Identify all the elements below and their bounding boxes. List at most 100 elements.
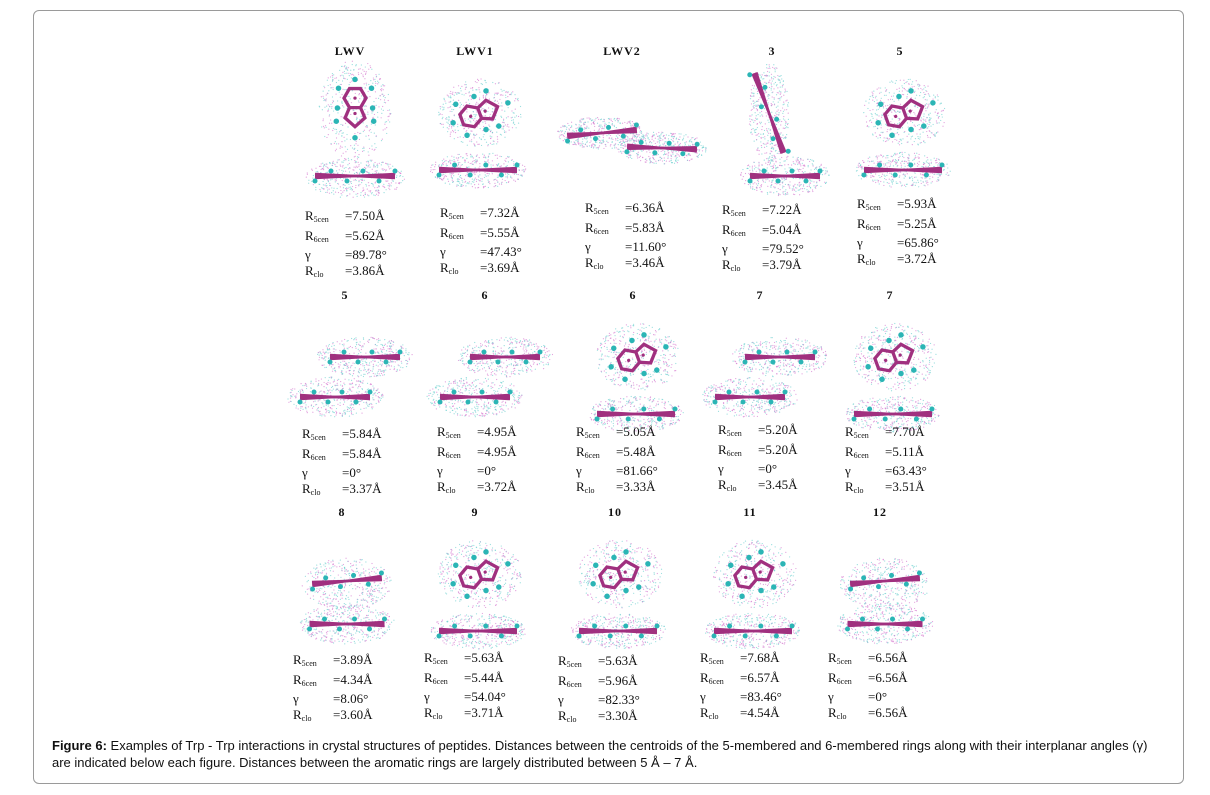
trp-pair-structure	[570, 540, 666, 649]
equals: =	[342, 480, 350, 496]
equals: =	[625, 200, 633, 215]
equals: =	[616, 463, 624, 478]
equals: =	[762, 202, 770, 217]
trp-pair-structure	[837, 557, 934, 645]
symbol: R	[293, 652, 302, 667]
gamma-label: γ	[722, 241, 762, 257]
equals: =	[464, 689, 472, 704]
equals: =	[345, 247, 353, 262]
symbol: R	[828, 704, 837, 720]
r5cen-label: R5cen	[828, 650, 868, 670]
gamma-label: γ	[440, 244, 480, 260]
subscript: 6cen	[730, 228, 746, 238]
subscript: 5cen	[708, 657, 724, 666]
electron-density-cloud	[863, 78, 946, 146]
rclo-value: 3.86Å	[352, 262, 385, 278]
equals: =	[897, 196, 905, 211]
r5cen-label: R5cen	[293, 652, 333, 672]
equals: =	[885, 463, 893, 478]
symbol: R	[585, 200, 594, 215]
r6cen-value: 5.83Å	[632, 219, 665, 235]
gamma-value: 54.04°	[471, 689, 506, 704]
trp-pair-structure	[589, 323, 684, 433]
equals: =	[333, 706, 341, 722]
indole-ring-edge	[467, 349, 543, 365]
symbol: R	[576, 424, 585, 439]
rclo-value: 3.30Å	[605, 707, 638, 723]
subscript: 5cen	[865, 203, 881, 212]
symbol: R	[700, 704, 709, 720]
subscript: 5cen	[836, 657, 852, 666]
r6cen-label: R6cen	[828, 670, 868, 690]
gamma-label: γ	[437, 463, 477, 479]
gamma-label: γ	[305, 247, 345, 263]
gamma-label: γ	[424, 689, 464, 705]
trp-pair-structure	[702, 337, 827, 418]
subscript: 5cen	[301, 659, 317, 668]
indole-ring-edge	[436, 162, 520, 178]
rclo-label: Rclo	[718, 477, 758, 497]
r6cen-value: 5.20Å	[765, 441, 798, 457]
figure-caption: Figure 6: Examples of Trp - Trp interact…	[52, 737, 1162, 771]
rclo-label: Rclo	[857, 251, 897, 271]
symbol: γ	[302, 465, 308, 480]
subscript: clo	[445, 485, 456, 495]
gamma-value: 79.52°	[769, 241, 804, 256]
symbol: R	[576, 478, 585, 494]
symbol: R	[845, 424, 854, 439]
symbol: R	[700, 669, 709, 685]
symbol: R	[293, 671, 302, 687]
electron-density-cloud	[457, 336, 554, 378]
equals: =	[480, 224, 488, 240]
indole-ring-edge	[576, 623, 660, 639]
trp-pair-structure	[426, 336, 554, 418]
symbol: R	[828, 650, 837, 665]
r6cen-label: R6cen	[424, 670, 464, 690]
r5cen-value: 5.84Å	[349, 426, 382, 441]
equals: =	[598, 672, 606, 688]
trp-pair-structure	[429, 78, 527, 189]
gamma-value: 81.66°	[623, 463, 658, 478]
gamma-label: γ	[558, 692, 598, 708]
symbol: R	[857, 215, 866, 231]
r6cen-label: R6cen	[293, 672, 333, 692]
subscript: 5cen	[448, 212, 464, 221]
rclo-label: Rclo	[424, 705, 464, 725]
subscript: clo	[836, 711, 847, 721]
symbol: R	[424, 669, 433, 685]
subscript: 6cen	[865, 222, 881, 232]
r6cen-label: R6cen	[302, 446, 342, 466]
r6cen-label: R6cen	[700, 670, 740, 690]
symbol: γ	[845, 463, 851, 478]
r5cen-label: R5cen	[558, 653, 598, 673]
subscript: clo	[432, 711, 443, 721]
symbol: R	[585, 254, 594, 270]
equals: =	[868, 650, 876, 665]
panel-title: 11	[743, 505, 757, 519]
equals: =	[740, 704, 748, 720]
r5cen-value: 6.56Å	[875, 650, 908, 665]
r5cen-value: 4.95Å	[484, 424, 517, 439]
equals: =	[740, 669, 748, 685]
subscript: 6cen	[448, 231, 464, 241]
gamma-value: 0°	[765, 461, 778, 476]
gamma-value: 83.46°	[747, 689, 782, 704]
symbol: R	[437, 478, 446, 494]
subscript: 5cen	[593, 207, 609, 216]
rclo-value: 4.54Å	[747, 704, 780, 720]
r5cen-value: 5.05Å	[623, 424, 656, 439]
panel-title: 12	[873, 505, 887, 519]
gamma-label: γ	[700, 689, 740, 705]
equals: =	[616, 424, 624, 439]
subscript: 6cen	[593, 226, 609, 236]
equals: =	[333, 652, 341, 667]
equals: =	[464, 650, 472, 665]
rclo-label: Rclo	[558, 708, 598, 728]
equals: =	[333, 671, 341, 687]
equals: =	[897, 215, 905, 231]
r5cen-value: 5.20Å	[765, 422, 798, 437]
